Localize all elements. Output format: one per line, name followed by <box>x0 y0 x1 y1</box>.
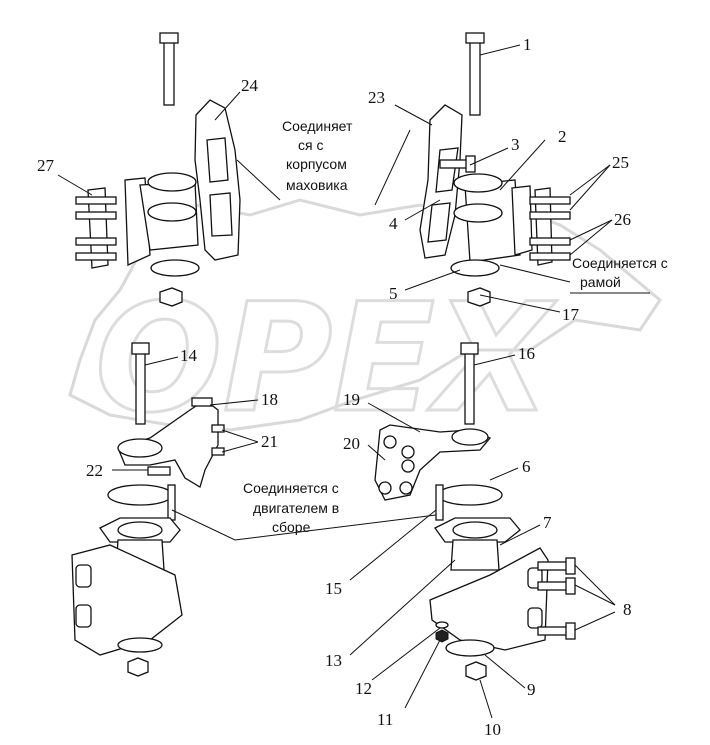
label-12: 12 <box>355 679 372 698</box>
top-left-lower-cushion <box>147 202 197 222</box>
bottom-left-nut <box>127 657 149 677</box>
engine-bracket-right-assembly <box>374 342 492 501</box>
top-right-long-bolt <box>469 39 481 116</box>
top-left-nut <box>159 287 183 307</box>
label-5: 5 <box>389 284 398 303</box>
bolt-22 <box>147 466 171 476</box>
label-15: 15 <box>325 579 342 598</box>
label-3: 3 <box>511 135 520 154</box>
label-16: 16 <box>518 344 535 363</box>
top-right-flange-bolts <box>529 196 571 261</box>
label-6: 6 <box>522 457 531 476</box>
bottom-left-slot-2 <box>75 604 92 628</box>
label-23: 23 <box>368 88 385 107</box>
flywheel-bracket-left-ribs <box>206 137 233 237</box>
label-17: 17 <box>562 305 580 324</box>
label-7: 7 <box>543 513 552 532</box>
label-13: 13 <box>325 651 342 670</box>
part-number-labels: 1 2 3 4 5 6 7 8 9 10 11 12 13 14 15 16 1… <box>37 35 632 739</box>
bottom-left-upper-cushion <box>117 521 163 539</box>
bolt-21-upper <box>211 424 225 433</box>
label-19: 19 <box>343 390 360 409</box>
top-left-mount-assembly <box>75 32 241 307</box>
bottom-left-base <box>71 544 183 656</box>
bolt-16 <box>464 351 475 425</box>
label-11: 11 <box>377 710 393 729</box>
bottom-left-mount-assembly <box>71 484 183 677</box>
top-right-mount-side-plate <box>511 185 533 256</box>
label-27: 27 <box>37 156 55 175</box>
note-flywheel-line-1: Соединяет <box>282 118 353 134</box>
washer-12 <box>435 621 449 629</box>
bracket-right-holes <box>378 435 415 495</box>
note-frame-line-2: рамой <box>580 274 621 290</box>
bolt-14-head <box>131 342 150 355</box>
label-9: 9 <box>527 680 536 699</box>
label-18: 18 <box>261 390 278 409</box>
top-right-mount-assembly <box>419 32 571 307</box>
label-8: 8 <box>623 600 632 619</box>
label-25: 25 <box>612 153 629 172</box>
bolt-18 <box>191 397 213 407</box>
small-bolt-3-head <box>465 155 476 173</box>
bottom-left-stud <box>167 484 176 521</box>
label-26: 26 <box>614 210 631 229</box>
flywheel-bracket-right-ribs <box>427 147 459 243</box>
label-4: 4 <box>389 214 398 233</box>
washer-9 <box>445 639 495 657</box>
engine-bracket-left <box>117 399 219 488</box>
note-engine-line-1: Соединяется с <box>243 480 339 496</box>
note-engine-line-2: двигателем в <box>253 500 339 516</box>
nut-11 <box>435 629 449 643</box>
label-1: 1 <box>523 35 532 54</box>
label-10: 10 <box>484 720 501 739</box>
bottom-left-washer <box>117 637 163 653</box>
engine-bracket-left-boss <box>117 438 163 458</box>
leader-lines <box>57 44 650 719</box>
top-right-upper-cushion <box>453 173 503 193</box>
bottom-right-mount-assembly <box>429 484 576 681</box>
top-left-washer <box>150 259 200 277</box>
top-left-bolt-head <box>159 32 179 44</box>
note-frame-line-1: Соединяется с <box>572 255 668 271</box>
bottom-right-upper-cushion <box>452 521 498 539</box>
label-24: 24 <box>241 76 259 95</box>
top-left-upper-cushion <box>147 172 197 192</box>
bolts-8 <box>537 557 576 640</box>
top-right-bolt-head <box>465 32 485 44</box>
bolt-16-head <box>460 342 479 355</box>
top-left-long-bolt <box>163 39 175 106</box>
label-20: 20 <box>343 434 360 453</box>
bottom-right-rubber <box>450 539 500 571</box>
label-2: 2 <box>558 127 567 146</box>
plate-6 <box>437 484 503 506</box>
bolt-14 <box>135 351 146 425</box>
top-left-flange-bolts <box>75 196 117 261</box>
note-engine-line-3: сборе <box>272 519 311 535</box>
top-right-washer <box>450 259 500 277</box>
connection-notes: Соединяет ся с корпусом маховика Соединя… <box>243 118 668 535</box>
top-right-lower-cushion <box>453 203 503 223</box>
note-flywheel-line-3: корпусом <box>286 156 347 172</box>
label-21: 21 <box>261 432 278 451</box>
engine-bracket-right-boss <box>451 428 489 446</box>
label-22: 22 <box>86 461 103 480</box>
bottom-left-top-plate <box>107 484 173 506</box>
stud-15 <box>435 484 444 521</box>
note-flywheel-line-4: маховика <box>286 177 348 193</box>
bottom-left-slot-1 <box>75 564 92 588</box>
top-right-nut <box>467 287 491 307</box>
bottom-right-slot-2 <box>527 607 543 629</box>
nut-10 <box>465 661 487 681</box>
label-14: 14 <box>180 346 198 365</box>
engine-bracket-left-assembly <box>117 342 225 488</box>
note-flywheel-line-2: ся с <box>298 137 323 153</box>
